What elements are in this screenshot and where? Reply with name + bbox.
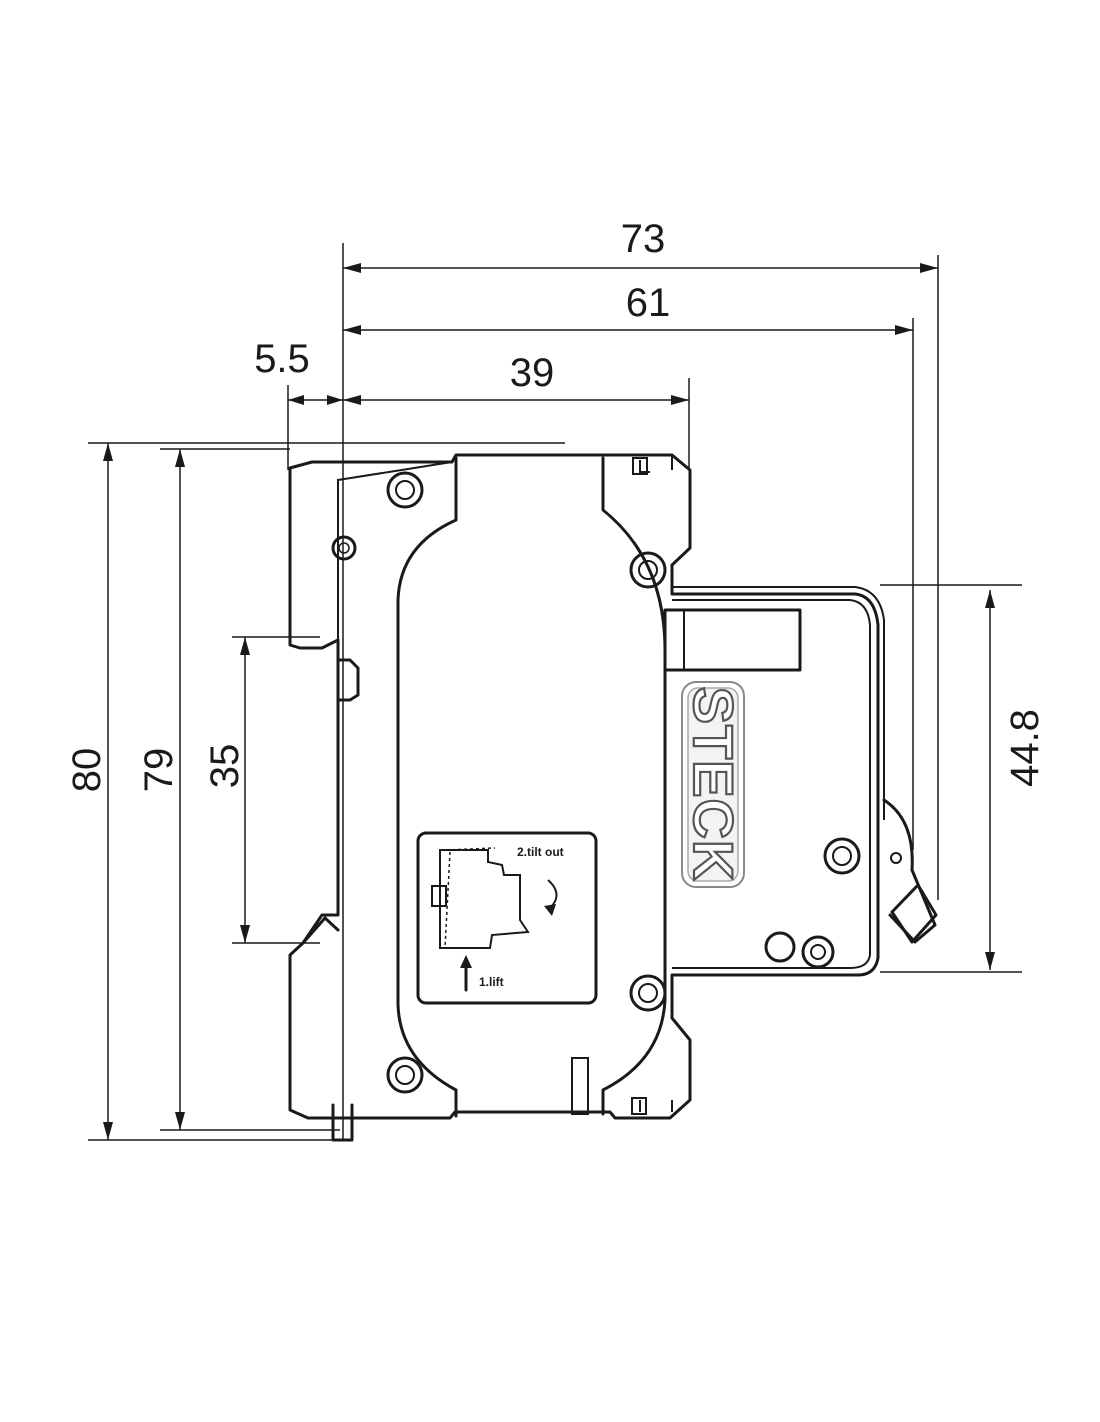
small-rivet <box>331 535 357 561</box>
dimension-lines <box>88 243 1022 1141</box>
dim-73-label: 73 <box>621 217 666 261</box>
vent-top <box>632 457 648 475</box>
dim-5-5-label: 5.5 <box>254 337 310 381</box>
dim-35-label: 35 <box>203 744 247 789</box>
screw-hole-top-left <box>386 471 424 509</box>
dim-44-8 <box>985 590 995 970</box>
screw-hole-front-lower <box>764 931 835 969</box>
vent-bottom <box>571 1057 589 1115</box>
toggle-lever <box>890 883 938 944</box>
dim-39 <box>343 395 689 405</box>
dim-80-label: 80 <box>65 748 109 793</box>
dim-79 <box>175 449 185 1130</box>
dim-35 <box>240 637 250 943</box>
brand-logo: STECK <box>681 681 746 888</box>
dim-44-8-label: 44.8 <box>1003 709 1047 787</box>
breaker-body <box>288 453 938 1142</box>
screw-hole-bottom-right <box>629 974 667 1012</box>
latch-pin <box>331 1103 354 1142</box>
brand-logo-text: STECK <box>682 687 745 882</box>
toggle-handle <box>882 798 937 944</box>
dim-39-label: 39 <box>510 351 555 395</box>
pivot-dot <box>890 852 902 864</box>
dim-73 <box>343 263 938 273</box>
screw-hole-front-right <box>823 837 861 875</box>
dim-5-5 <box>288 395 343 405</box>
dim-61 <box>343 325 913 335</box>
terminal-block <box>663 608 802 672</box>
rail-hook-top <box>336 658 360 702</box>
pictogram-breaker <box>439 849 530 949</box>
instruction-step-1: 1.lift <box>479 975 504 989</box>
dim-61-label: 61 <box>626 281 671 325</box>
front-window <box>396 456 667 1118</box>
rail-latch <box>301 916 340 945</box>
vent-bottom-right <box>631 1097 647 1115</box>
screw-hole-top-right <box>629 551 667 589</box>
instruction-label-frame <box>416 831 598 1005</box>
dim-80 <box>103 443 113 1140</box>
dimension-labels: 73 61 39 5.5 80 79 35 44.8 <box>65 217 1047 792</box>
screw-hole-bottom-left <box>386 1056 424 1094</box>
body-outline <box>288 453 880 1120</box>
instruction-step-2: 2.tilt out <box>517 845 564 859</box>
dim-79-label: 79 <box>137 748 181 793</box>
pictogram-hook <box>431 885 447 907</box>
instruction-label: 2.tilt out 1.lift <box>416 831 598 1005</box>
